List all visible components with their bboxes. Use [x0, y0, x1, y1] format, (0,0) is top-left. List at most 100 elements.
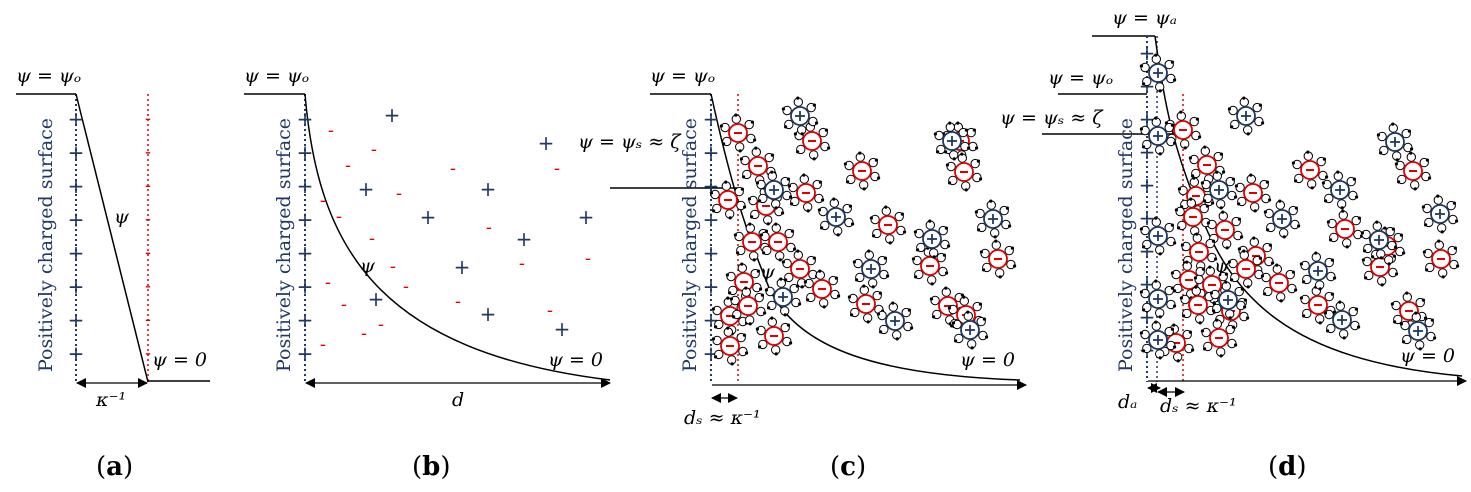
hydrated-cation	[1299, 251, 1337, 291]
surface-plus-charge: +	[297, 275, 314, 299]
psi-surface-label: ψ = ψₒ	[1048, 67, 1113, 89]
psi-surface-label: ψ = ψₒ	[244, 65, 309, 87]
counter-ion-minus: -	[145, 176, 151, 196]
cation: +	[368, 287, 385, 311]
anion: -	[396, 184, 402, 204]
anion: -	[450, 159, 456, 179]
hydrated-anion	[733, 222, 771, 262]
hydrated-cation	[1421, 194, 1459, 234]
anion: -	[371, 140, 377, 160]
surface-plus-charge: +	[703, 342, 720, 366]
psi-zero-label: ψ = 0	[152, 349, 207, 371]
potential-profile	[75, 93, 149, 383]
counter-ion-minus: -	[145, 210, 151, 230]
surface-plus-charge: +	[1139, 107, 1156, 131]
anion: -	[547, 301, 553, 321]
surface-label: Positively charged surface	[35, 118, 57, 372]
psi-zero-label: ψ = 0	[1400, 345, 1455, 367]
hydrated-cation	[933, 121, 971, 161]
hydrated-anion	[843, 151, 881, 191]
surface-plus-charge: +	[68, 141, 85, 165]
cation: +	[358, 177, 375, 201]
hydrated-cation	[1321, 170, 1359, 210]
hydrated-anion	[847, 284, 885, 324]
hydrated-ions	[709, 96, 1017, 366]
hydrated-anion	[979, 239, 1017, 279]
hydrated-cation	[1209, 280, 1247, 320]
hydrated-cation	[913, 219, 951, 259]
stern-thickness-label: dₛ ≈ κ⁻¹	[684, 407, 761, 429]
counter-ion-minus: -	[145, 310, 151, 330]
surface-charges: ++++++++	[297, 107, 314, 366]
cation: +	[384, 103, 401, 127]
surface-plus-charge: +	[297, 107, 314, 131]
stern-thickness-label: dₛ ≈ κ⁻¹	[1160, 395, 1237, 417]
counter-ions: --------	[145, 109, 151, 364]
anion: -	[403, 277, 409, 297]
hydrated-anion	[793, 121, 831, 161]
hydrated-anion	[1188, 145, 1226, 185]
surface-plus-charge: +	[68, 174, 85, 198]
surface-label: Positively charged surface	[679, 118, 701, 372]
hydrated-cation	[817, 197, 855, 237]
hydrated-cation	[1360, 220, 1398, 260]
anion: -	[328, 121, 334, 141]
hydrated-anion	[781, 249, 819, 289]
surface-charges: ++++++++	[68, 107, 85, 366]
surface-plus-charge: +	[703, 275, 720, 299]
surface-plus-charge: +	[68, 308, 85, 332]
panel-b: ψ = ψₒ Positively charged surface + + + + + +…	[244, 65, 611, 482]
cation: +	[578, 205, 595, 229]
surface-plus-charge: +	[1139, 206, 1156, 230]
anion: -	[361, 324, 367, 344]
counter-ion-minus: -	[145, 243, 151, 263]
hydrated-anion	[759, 222, 797, 262]
hydrated-cation	[876, 301, 914, 341]
panel-a: ψ = ψₒ Positively charged surface ++++++…	[16, 65, 210, 482]
psi-surface-label: ψ = ψₒ	[16, 65, 81, 87]
psi-surface-label: ψ = ψₒ	[650, 65, 715, 87]
surface-plus-charge: +	[1139, 173, 1156, 197]
hydrated-cation	[1200, 170, 1238, 210]
surface-plus-charge: +	[68, 107, 85, 131]
caption-b: (b)	[412, 452, 451, 482]
hydrated-anion	[1394, 151, 1432, 191]
anion: -	[486, 218, 492, 238]
surface-plus-charge: +	[68, 342, 85, 366]
surface-plus-charge: +	[703, 208, 720, 232]
hydrated-cation	[755, 170, 793, 210]
surface-plus-charge: +	[1139, 41, 1156, 65]
potential-profile	[1154, 35, 1463, 377]
anion: -	[585, 249, 591, 269]
hydrated-anion	[1157, 323, 1195, 363]
psi-zero-label: ψ = 0	[548, 349, 603, 371]
panel-c: ψ = ψₒ ψ = ψₛ ≈ ζ Positively charged sur…	[578, 65, 1027, 482]
hydrated-anion	[787, 173, 825, 213]
surface-label: Positively charged surface	[1115, 118, 1137, 372]
hydrated-anion	[709, 180, 747, 220]
surface-plus-charge: +	[703, 141, 720, 165]
surface-charges: ++++++++	[703, 107, 720, 366]
hydrated-cation	[764, 277, 802, 317]
hydrated-anion	[739, 146, 777, 186]
cation: +	[454, 255, 471, 279]
hydrated-cation	[1139, 320, 1177, 360]
hydrated-anion	[1361, 247, 1399, 287]
psi-curve-label: ψ	[760, 261, 776, 283]
hydrated-cation	[974, 199, 1012, 239]
hydrated-anion	[911, 246, 949, 286]
anion: -	[554, 159, 560, 179]
hydrated-anion	[1206, 210, 1244, 250]
hydrated-anion	[1234, 173, 1272, 213]
surface-label: Positively charged surface	[273, 118, 295, 372]
hydrated-cation	[951, 310, 989, 350]
hydrated-anion	[1227, 249, 1265, 289]
surface-plus-charge: +	[297, 342, 314, 366]
cation: +	[554, 317, 571, 341]
anion: -	[320, 335, 326, 355]
hydrated-anion	[755, 316, 793, 356]
apex-potential-label: ψ = ψₐ	[1112, 7, 1177, 29]
psi-curve-label: ψ	[114, 206, 130, 228]
debye-length-label: κ⁻¹	[95, 389, 126, 411]
caption-c: (c)	[830, 452, 866, 482]
